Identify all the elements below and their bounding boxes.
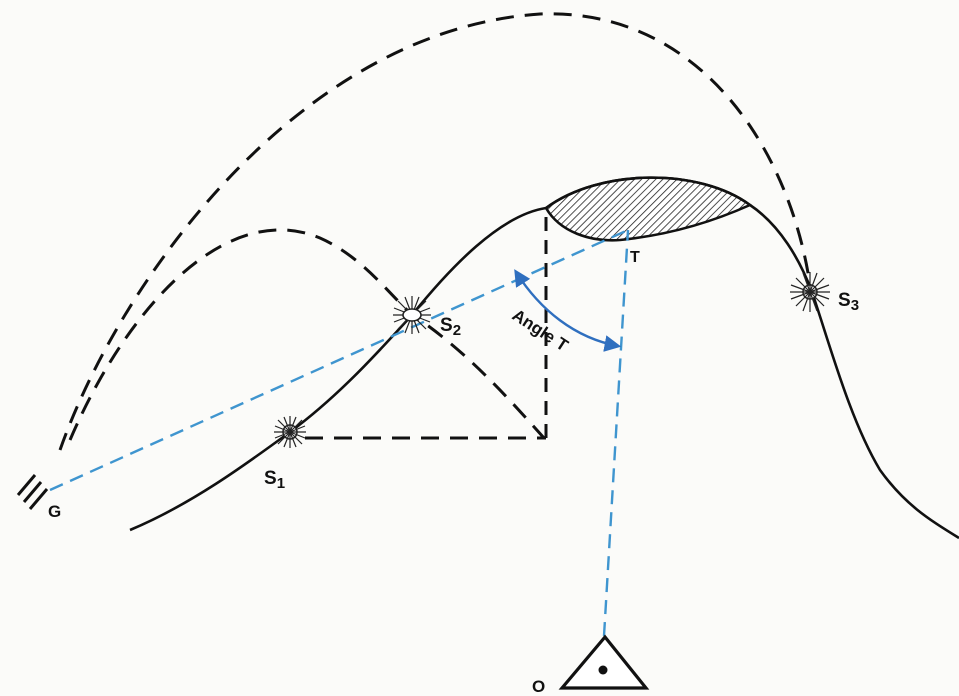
observer-triangle-icon bbox=[558, 634, 650, 690]
burst-s3-label: S3 bbox=[838, 290, 859, 314]
trajectory-low bbox=[68, 228, 546, 441]
dead-space-area bbox=[544, 176, 753, 242]
observer-target-line bbox=[602, 229, 630, 637]
gun-target-line bbox=[49, 228, 629, 492]
shell-burst-s3-icon bbox=[790, 272, 830, 312]
burst-s1-letter: S bbox=[264, 468, 277, 489]
terrain-profile bbox=[129, 176, 959, 540]
shell-burst-s2-icon bbox=[393, 296, 431, 334]
observer-label: O bbox=[532, 677, 545, 696]
burst-s3-letter: S bbox=[838, 290, 851, 311]
shell-burst-s1-icon bbox=[274, 416, 306, 448]
burst-s2-letter: S bbox=[440, 315, 453, 336]
burst-s1-label: S1 bbox=[264, 468, 285, 492]
burst-s2-index: 2 bbox=[453, 322, 461, 339]
burst-s3-index: 3 bbox=[851, 297, 859, 314]
gun-position-icon bbox=[16, 474, 49, 510]
angle-t-arc bbox=[514, 269, 622, 352]
gun-label: G bbox=[48, 502, 61, 521]
angle-t-label: Angle T bbox=[509, 305, 572, 355]
burst-s2-label: S2 bbox=[440, 315, 461, 339]
target-label: T bbox=[630, 249, 640, 266]
trajectory-high bbox=[58, 12, 812, 451]
burst-s1-index: 1 bbox=[277, 475, 285, 492]
